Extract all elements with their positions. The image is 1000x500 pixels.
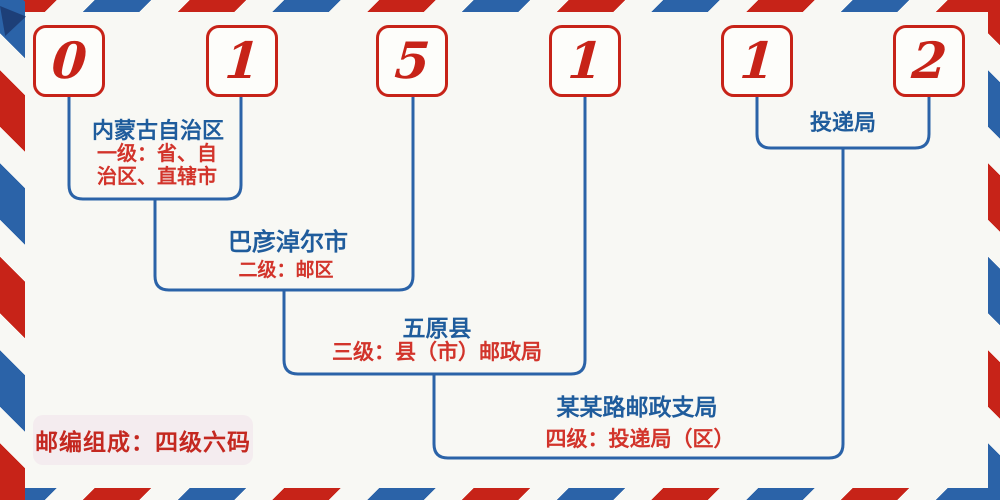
airmail-border-left xyxy=(0,0,25,500)
level-1-description-line-2: 治区、直辖市 xyxy=(97,166,217,188)
airmail-border-top xyxy=(0,0,1000,12)
level-1-description: 一级：省、自 治区、直辖市 xyxy=(97,143,217,189)
digit-4: 1 xyxy=(565,31,605,90)
digit-3: 5 xyxy=(392,31,432,90)
digit-1: 0 xyxy=(49,31,89,90)
level-1-region-name: 内蒙古自治区 xyxy=(91,118,225,143)
digit-box-3: 5 xyxy=(376,25,448,97)
digit-box-4: 1 xyxy=(549,25,621,97)
digit-box-6: 2 xyxy=(893,25,965,97)
level-4-description: 四级：投递局（区） xyxy=(545,428,735,451)
airmail-border-bottom xyxy=(0,488,1000,500)
level-4-region-name: 某某路邮政支局 xyxy=(556,395,718,420)
composition-badge: 邮编组成：四级六码 xyxy=(33,415,253,465)
digit-box-1: 0 xyxy=(33,25,105,97)
level-2-region-name: 巴彦淖尔市 xyxy=(228,230,348,256)
digit-box-5: 1 xyxy=(721,25,793,97)
level-3-description: 三级：县（市）邮政局 xyxy=(332,341,542,364)
airmail-border-right xyxy=(988,0,1000,500)
digit-5: 1 xyxy=(737,31,777,90)
level-3-region-name: 五原县 xyxy=(402,316,472,341)
delivery-office-label: 投递局 xyxy=(809,110,877,135)
level-2-description: 二级：邮区 xyxy=(238,260,334,281)
digit-box-2: 1 xyxy=(206,25,278,97)
level-1-description-line-1: 一级：省、自 xyxy=(97,143,217,165)
digit-6: 2 xyxy=(909,31,949,90)
corner-fold-decoration xyxy=(0,6,26,36)
composition-badge-text: 邮编组成：四级六码 xyxy=(35,430,251,455)
digit-2: 1 xyxy=(222,31,262,90)
